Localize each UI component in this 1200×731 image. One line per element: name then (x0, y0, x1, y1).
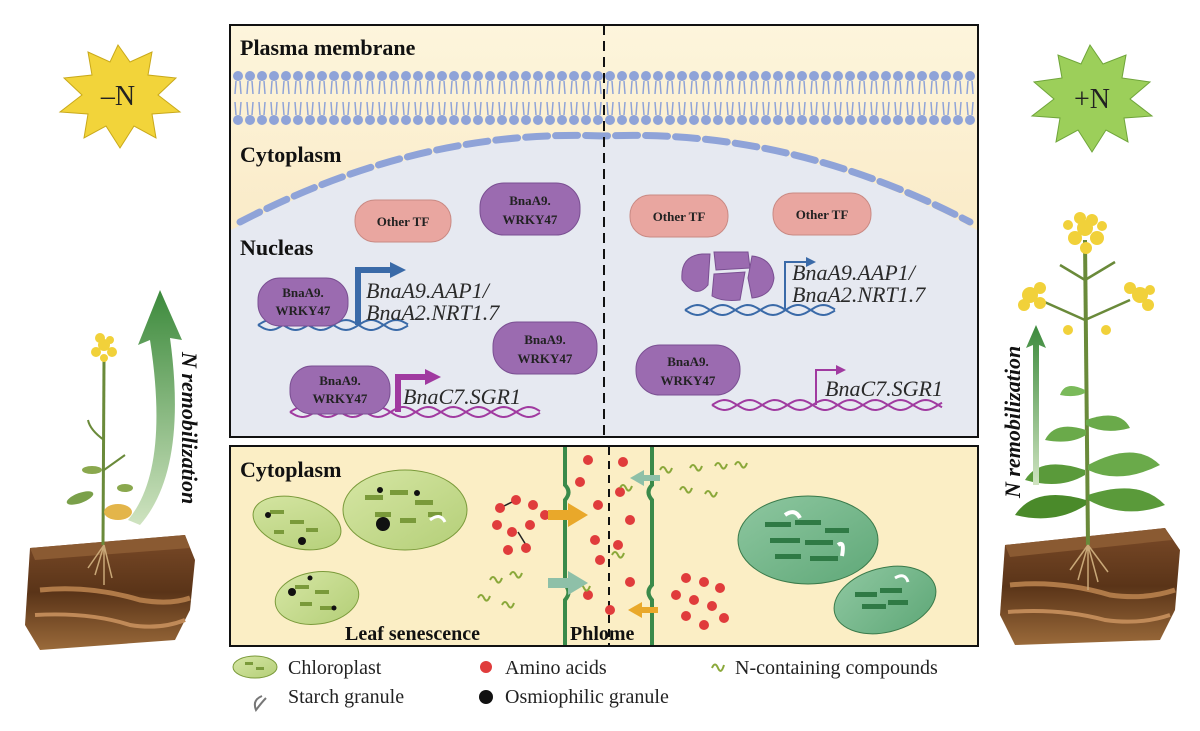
wrky47-free-left-top: BnaA9. WRKY47 (479, 182, 581, 236)
left-remobilization-label: N remobilization (177, 351, 202, 504)
other-tf-left: Other TF (354, 199, 452, 243)
plus-n-star (1030, 43, 1154, 153)
minus-n-label: –N (100, 81, 135, 112)
cytoplasm-bottom-label: Cytoplasm (240, 457, 341, 482)
other-tf-right-2: Other TF (772, 192, 872, 236)
legend-n-compounds: N-containing compounds (711, 657, 938, 679)
wrky47-bound-sgr1: BnaA9. WRKY47 (289, 365, 391, 415)
minus-n-star (58, 44, 182, 149)
amino-acids-in-phloem (575, 455, 635, 615)
svg-text:Chloroplast: Chloroplast (288, 657, 382, 679)
minus-n-badge: –N (58, 44, 182, 149)
left-remobilization-arrow (128, 290, 182, 525)
promoter-arrow-aap1-right (784, 257, 816, 310)
gene-aap1-left-line2: BnaA2.NRT1.7 (366, 300, 500, 325)
right-remobilization-label: N remobilization (1000, 346, 1025, 499)
wrky47-free-left-mid: BnaA9. WRKY47 (492, 321, 598, 375)
gene-sgr1-right: BnaC7.SGR1 (825, 376, 943, 401)
svg-text:N-containing compounds: N-containing compounds (735, 657, 938, 679)
svg-text:WRKY47: WRKY47 (503, 212, 558, 227)
svg-text:BnaA9.: BnaA9. (524, 332, 566, 347)
legend-starch: Starch granule (253, 686, 404, 713)
nuclear-envelope (236, 131, 974, 226)
left-soil (25, 535, 195, 650)
promoter-arrow-aap1-left (355, 262, 406, 325)
arrow-ncompound-into-phloem (548, 571, 588, 595)
svg-text:Other TF: Other TF (377, 214, 430, 229)
svg-text:Other TF: Other TF (653, 209, 706, 224)
plasma-membrane-label: Plasma membrane (240, 35, 416, 60)
right-plant-illustration (1015, 212, 1165, 590)
svg-text:BnaA9.: BnaA9. (667, 354, 709, 369)
wrky47-fragmented (681, 251, 775, 301)
cell-panel-bottom: Cytoplasm Phlome Leaf senescence (229, 445, 979, 647)
gene-aap1-right-line1: BnaA9.AAP1/ (792, 260, 917, 285)
phloem-label: Phlome (570, 623, 635, 645)
gene-sgr1-left: BnaC7.SGR1 (403, 384, 521, 409)
senescent-chloroplast-1 (252, 495, 342, 551)
svg-text:BnaA9.: BnaA9. (509, 193, 551, 208)
amino-acid-cluster-left (492, 495, 550, 555)
plus-n-badge: +N (1030, 43, 1154, 153)
senescent-chloroplast-2 (342, 469, 468, 551)
healthy-chloroplast-2 (833, 565, 937, 635)
legend-chloroplast: Chloroplast (232, 655, 382, 679)
senescent-chloroplast-3 (274, 571, 360, 625)
legend: Chloroplast Starch granule Amino acids O… (232, 655, 938, 713)
svg-text:Other TF: Other TF (796, 207, 849, 222)
svg-text:Starch granule: Starch granule (288, 686, 404, 708)
svg-text:WRKY47: WRKY47 (518, 351, 573, 366)
plasma-membrane (233, 71, 975, 125)
wrky47-bound-aap1: BnaA9. WRKY47 (257, 277, 349, 327)
legend-amino-acids: Amino acids (480, 657, 607, 679)
cytoplasm-top-label: Cytoplasm (240, 142, 341, 167)
dna-sgr1-right (711, 398, 943, 412)
phloem-walls (563, 447, 654, 645)
leaf-senescence-label: Leaf senescence (345, 623, 480, 645)
arrow-ncompound-from-phloem-right (630, 470, 660, 486)
nucleus-label: Nucleas (240, 235, 314, 260)
svg-text:Osmiophilic granule: Osmiophilic granule (505, 686, 669, 708)
other-tf-right-1: Other TF (629, 194, 729, 238)
arrow-amino-into-phloem (548, 503, 588, 527)
svg-text:WRKY47: WRKY47 (661, 373, 716, 388)
svg-text:BnaA9.: BnaA9. (319, 373, 361, 388)
healthy-chloroplast-1 (737, 495, 879, 585)
legend-osmiophilic: Osmiophilic granule (479, 686, 669, 708)
svg-text:Amino acids: Amino acids (505, 657, 607, 679)
right-remobilization-arrow (1026, 325, 1046, 485)
dna-aap1-right (684, 303, 836, 317)
gene-aap1-right-line2: BnaA2.NRT1.7 (792, 282, 926, 307)
arrow-amino-from-phloem-right (628, 602, 658, 618)
amino-acid-cluster-right (671, 573, 729, 630)
svg-text:WRKY47: WRKY47 (276, 303, 331, 318)
promoter-arrow-sgr1-left (395, 369, 441, 412)
cell-panel-top: Plasma membrane Cytoplasm Nucleas Other … (229, 24, 979, 438)
wrky47-free-right: BnaA9. WRKY47 (635, 344, 741, 396)
svg-text:WRKY47: WRKY47 (313, 391, 368, 406)
plus-n-label: +N (1074, 84, 1110, 115)
promoter-arrow-sgr1-right (815, 365, 846, 405)
gene-aap1-left-line1: BnaA9.AAP1/ (366, 278, 491, 303)
left-plant-illustration (66, 333, 133, 585)
right-soil (1000, 528, 1180, 645)
svg-text:BnaA9.: BnaA9. (282, 285, 324, 300)
